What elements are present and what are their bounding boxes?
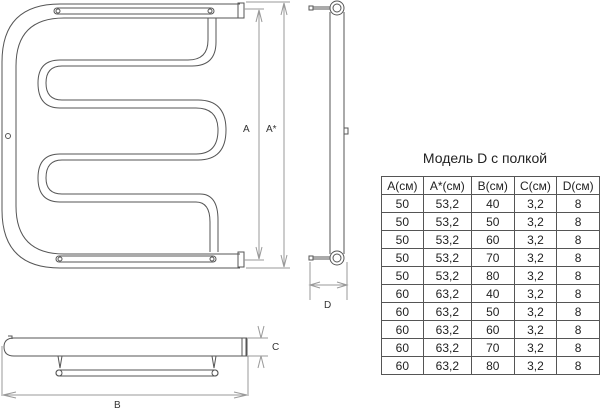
- cell: 40: [470, 194, 515, 213]
- side-view: [308, 0, 349, 300]
- cell: 40: [470, 284, 515, 303]
- cell: 8: [556, 302, 600, 321]
- cell: 60: [470, 230, 515, 249]
- cell: 8: [556, 230, 600, 249]
- header-d: D(см): [556, 176, 600, 195]
- cell: 8: [556, 320, 600, 339]
- cell: 80: [470, 266, 515, 285]
- cell: 53,2: [422, 212, 472, 231]
- cell: 60: [381, 320, 424, 339]
- cell: 53,2: [422, 266, 472, 285]
- table-title: Модель D с полкой: [422, 150, 548, 166]
- cell: 3,2: [513, 266, 558, 285]
- cell: 60: [381, 356, 424, 375]
- cell: 80: [470, 356, 515, 375]
- cell: 3,2: [513, 248, 558, 267]
- cell: 3,2: [513, 212, 558, 231]
- cell: 8: [556, 338, 600, 357]
- cell: 50: [381, 194, 424, 213]
- dimension-label-a-star: A*: [266, 124, 277, 135]
- cell: 50: [381, 212, 424, 231]
- cell: 50: [381, 230, 424, 249]
- cell: 50: [381, 266, 424, 285]
- header-a-star: A*(см): [422, 176, 472, 195]
- cell: 63,2: [422, 320, 472, 339]
- cell: 8: [556, 194, 600, 213]
- cell: 63,2: [422, 338, 472, 357]
- cell: 3,2: [513, 356, 558, 375]
- header-a: A(см): [381, 176, 424, 195]
- header-c: C(см): [513, 176, 558, 195]
- cell: 8: [556, 266, 600, 285]
- table-header-row: A(см) A*(см) B(см) C(см) D(см): [381, 176, 600, 195]
- cell: 3,2: [513, 284, 558, 303]
- cell: 3,2: [513, 302, 558, 321]
- cell: 8: [556, 248, 600, 267]
- cell: 60: [381, 302, 424, 321]
- cell: 3,2: [513, 320, 558, 339]
- cell: 70: [470, 248, 515, 267]
- header-b: B(см): [470, 176, 515, 195]
- dimension-label-c: C: [272, 342, 280, 353]
- cell: 63,2: [422, 356, 472, 375]
- cell: 8: [556, 212, 600, 231]
- dimension-label-a: A: [243, 124, 250, 135]
- cell: 60: [381, 338, 424, 357]
- cell: 3,2: [513, 230, 558, 249]
- cell: 63,2: [422, 302, 472, 321]
- cell: 53,2: [422, 248, 472, 267]
- cell: 50: [470, 212, 515, 231]
- top-view: [1, 325, 268, 399]
- cell: 8: [556, 284, 600, 303]
- cell: 60: [381, 284, 424, 303]
- cell: 8: [556, 356, 600, 375]
- cell: 50: [470, 302, 515, 321]
- cell: 53,2: [422, 230, 472, 249]
- cell: 53,2: [422, 194, 472, 213]
- cell: 3,2: [513, 194, 558, 213]
- dimension-label-b: B: [114, 400, 121, 411]
- cell: 3,2: [513, 338, 558, 357]
- cell: 60: [470, 320, 515, 339]
- cell: 63,2: [422, 284, 472, 303]
- dimension-label-d: D: [324, 300, 332, 311]
- cell: 70: [470, 338, 515, 357]
- cell: 50: [381, 248, 424, 267]
- front-view: [1, 1, 290, 269]
